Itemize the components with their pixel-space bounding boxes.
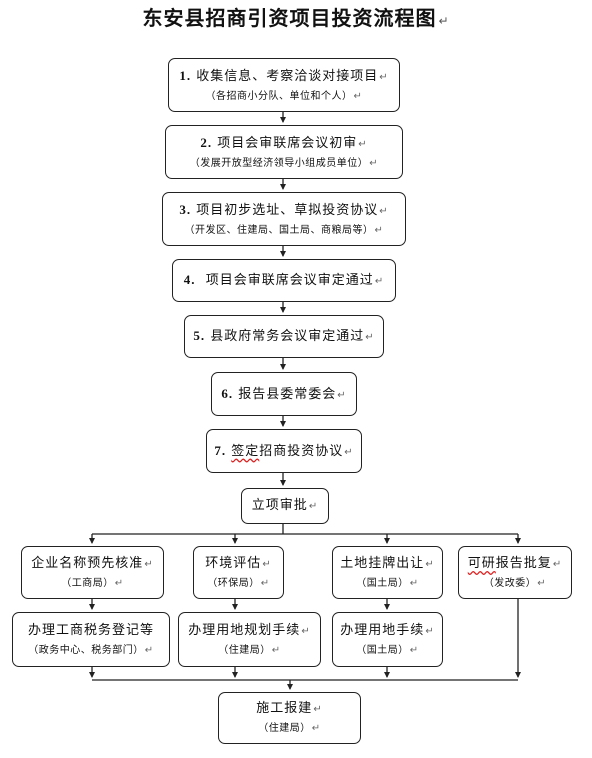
branch-3-label: 土地挂牌出让↵: [340, 555, 435, 571]
sub-step-1-label: 办理工商税务登记等: [27, 622, 154, 638]
branch-3-sub: （国土局）↵: [356, 577, 419, 589]
sub-step-2-label: 办理用地规划手续↵: [188, 622, 311, 638]
branch-4-box: 可研报告批复↵ （发改委）↵: [458, 546, 572, 599]
branch-4-sub: （发改委）↵: [483, 577, 547, 589]
step-8-box: 立项审批↵: [241, 488, 329, 524]
step-5-box: 5. 县政府常务会议审定通过↵: [184, 315, 384, 358]
branch-1-box: 企业名称预先核准↵ （工商局）↵: [21, 546, 164, 599]
step-1-box: 1. 收集信息、考察洽谈对接项目↵ （各招商小分队、单位和个人）↵: [168, 58, 400, 112]
step-3-sub: （开发区、住建局、国土局、商粮局等）↵: [184, 224, 384, 236]
branch-1-label: 企业名称预先核准↵: [31, 555, 154, 571]
step-1-sub: （各招商小分队、单位和个人）↵: [205, 90, 363, 102]
step-3-label: 3. 项目初步选址、草拟投资协议↵: [179, 201, 389, 218]
step-7-box: 7. 签定招商投资协议↵: [206, 429, 362, 473]
branch-2-box: 环境评估↵ （环保局）↵: [193, 546, 284, 599]
step-8-label: 立项审批↵: [251, 498, 319, 514]
sub-step-2-box: 办理用地规划手续↵ （住建局）↵: [178, 612, 321, 667]
branch-2-sub: （环保局）↵: [207, 577, 270, 589]
step-2-box: 2. 项目会审联席会议初审↵ （发展开放型经济领导小组成员单位）↵: [165, 125, 403, 179]
branch-2-label: 环境评估↵: [205, 555, 272, 571]
sub-step-3-box: 办理用地手续↵ （国土局）↵: [332, 612, 443, 667]
branch-3-box: 土地挂牌出让↵ （国土局）↵: [332, 546, 443, 599]
step-2-label: 2. 项目会审联席会议初审↵: [200, 134, 368, 151]
final-box: 施工报建↵ （住建局）↵: [218, 692, 361, 744]
sub-step-3-sub: （国土局）↵: [356, 644, 419, 656]
title-text: 东安县招商引资项目投资流程图: [142, 6, 437, 30]
step-6-box: 6. 报告县委常委会↵: [211, 372, 357, 416]
sub-step-1-box: 办理工商税务登记等 （政务中心、税务部门）↵: [12, 612, 170, 667]
step-4-box: 4. 项目会审联席会议审定通过↵: [172, 259, 396, 302]
step-3-box: 3. 项目初步选址、草拟投资协议↵ （开发区、住建局、国土局、商粮局等）↵: [162, 192, 406, 246]
step-1-label: 1. 收集信息、考察洽谈对接项目↵: [179, 67, 389, 84]
sub-step-1-sub: （政务中心、税务部门）↵: [28, 644, 154, 656]
step-2-sub: （发展开放型经济领导小组成员单位）↵: [189, 157, 379, 169]
step-5-label: 5. 县政府常务会议审定通过↵: [193, 328, 375, 345]
branch-1-sub: （工商局）↵: [61, 577, 124, 589]
diagram-title: 东安县招商引资项目投资流程图↵: [0, 2, 592, 31]
step-7-label: 7. 签定招商投资协议↵: [214, 442, 354, 459]
step-6-label: 6. 报告县委常委会↵: [221, 385, 347, 402]
sub-step-2-sub: （住建局）↵: [218, 644, 281, 656]
step-4-label: 4. 项目会审联席会议审定通过↵: [183, 272, 385, 289]
sub-step-3-label: 办理用地手续↵: [340, 622, 435, 638]
paragraph-mark-icon: ↵: [438, 14, 450, 28]
final-label: 施工报建↵: [256, 701, 323, 717]
final-sub: （住建局）↵: [258, 723, 321, 735]
branch-4-label: 可研报告批复↵: [467, 555, 563, 571]
